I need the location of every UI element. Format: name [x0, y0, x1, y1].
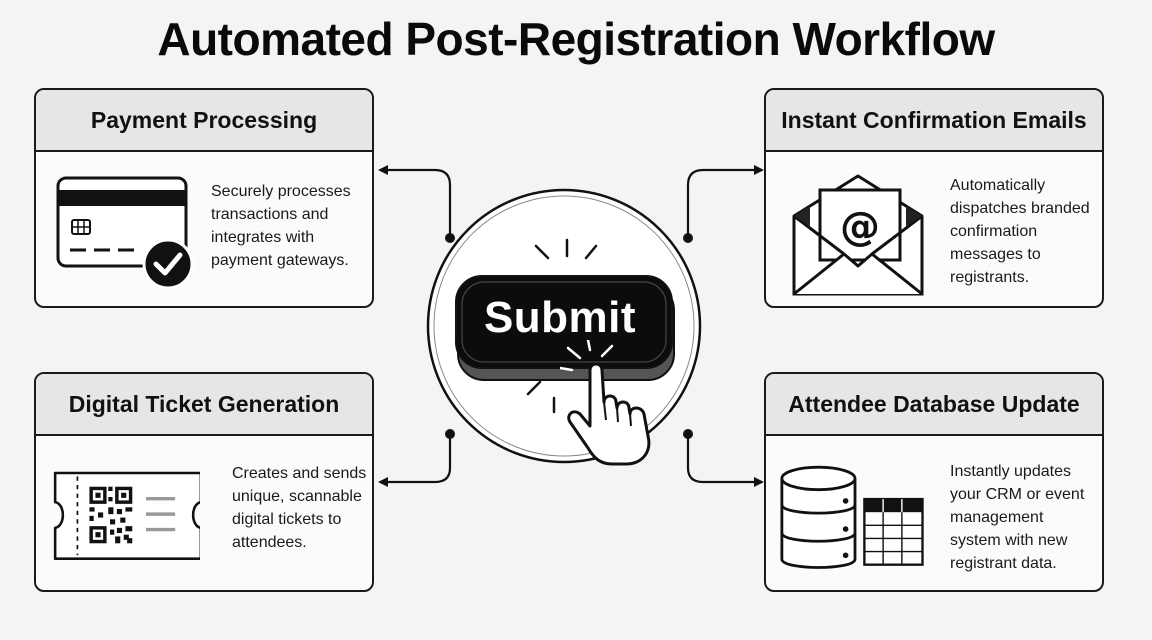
card-heading: Digital Ticket Generation [36, 374, 372, 436]
description-line: integrates with [211, 229, 315, 246]
pointing-hand-icon [560, 340, 651, 466]
description-line: Automatically [950, 177, 1046, 194]
connector-dot [445, 429, 455, 439]
page-title: Automated Post-Registration Workflow [157, 13, 995, 65]
card-database-update: Attendee Database Update [764, 372, 1104, 592]
card-confirmation-emails: Instant Confirmation Emails @ Automatica… [764, 88, 1104, 308]
description-line: transactions and [211, 206, 329, 223]
connector-dot [683, 233, 693, 243]
description-line: Creates and sends [232, 465, 367, 482]
connector-db [686, 434, 764, 487]
description-line: Instantly updates [950, 463, 1071, 480]
database-table-icon [780, 465, 924, 569]
connector-ticket [378, 434, 452, 487]
credit-card-check-icon [56, 176, 194, 290]
card-heading: Payment Processing [36, 90, 372, 152]
card-description: Automatically dispatches branded confirm… [950, 174, 1102, 289]
description-line: unique, scannable [232, 488, 362, 505]
card-heading: Attendee Database Update [766, 374, 1102, 436]
card-description: Creates and sends unique, scannable digi… [232, 462, 372, 554]
submit-button[interactable]: Submit [483, 293, 637, 342]
description-line: Securely processes [211, 183, 351, 200]
envelope-at-icon: @ [792, 174, 924, 296]
connector-payment [378, 165, 452, 238]
connector-email [686, 165, 764, 238]
description-line: attendees. [232, 534, 307, 551]
description-line: registrants. [950, 269, 1030, 286]
card-description: Instantly updates your CRM or event mana… [950, 460, 1102, 575]
card-payment-processing: Payment Processing Securely processes tr… [34, 88, 374, 308]
description-line: system with new [950, 532, 1068, 549]
card-digital-ticket: Digital Ticket Generation [34, 372, 374, 592]
description-line: messages to [950, 246, 1041, 263]
description-line: your CRM or event [950, 486, 1085, 503]
connector-dot [445, 233, 455, 243]
qr-ticket-icon [53, 471, 200, 560]
card-heading: Instant Confirmation Emails [766, 90, 1102, 152]
submit-hub [426, 188, 702, 464]
description-line: confirmation [950, 223, 1038, 240]
description-line: dispatches branded [950, 200, 1090, 217]
svg-text:@: @ [840, 204, 880, 250]
description-line: management [950, 509, 1044, 526]
description-line: digital tickets to [232, 511, 342, 528]
card-description: Securely processes transactions and inte… [211, 180, 371, 272]
description-line: payment gateways. [211, 252, 349, 269]
connector-dot [683, 429, 693, 439]
description-line: registrant data. [950, 555, 1057, 572]
